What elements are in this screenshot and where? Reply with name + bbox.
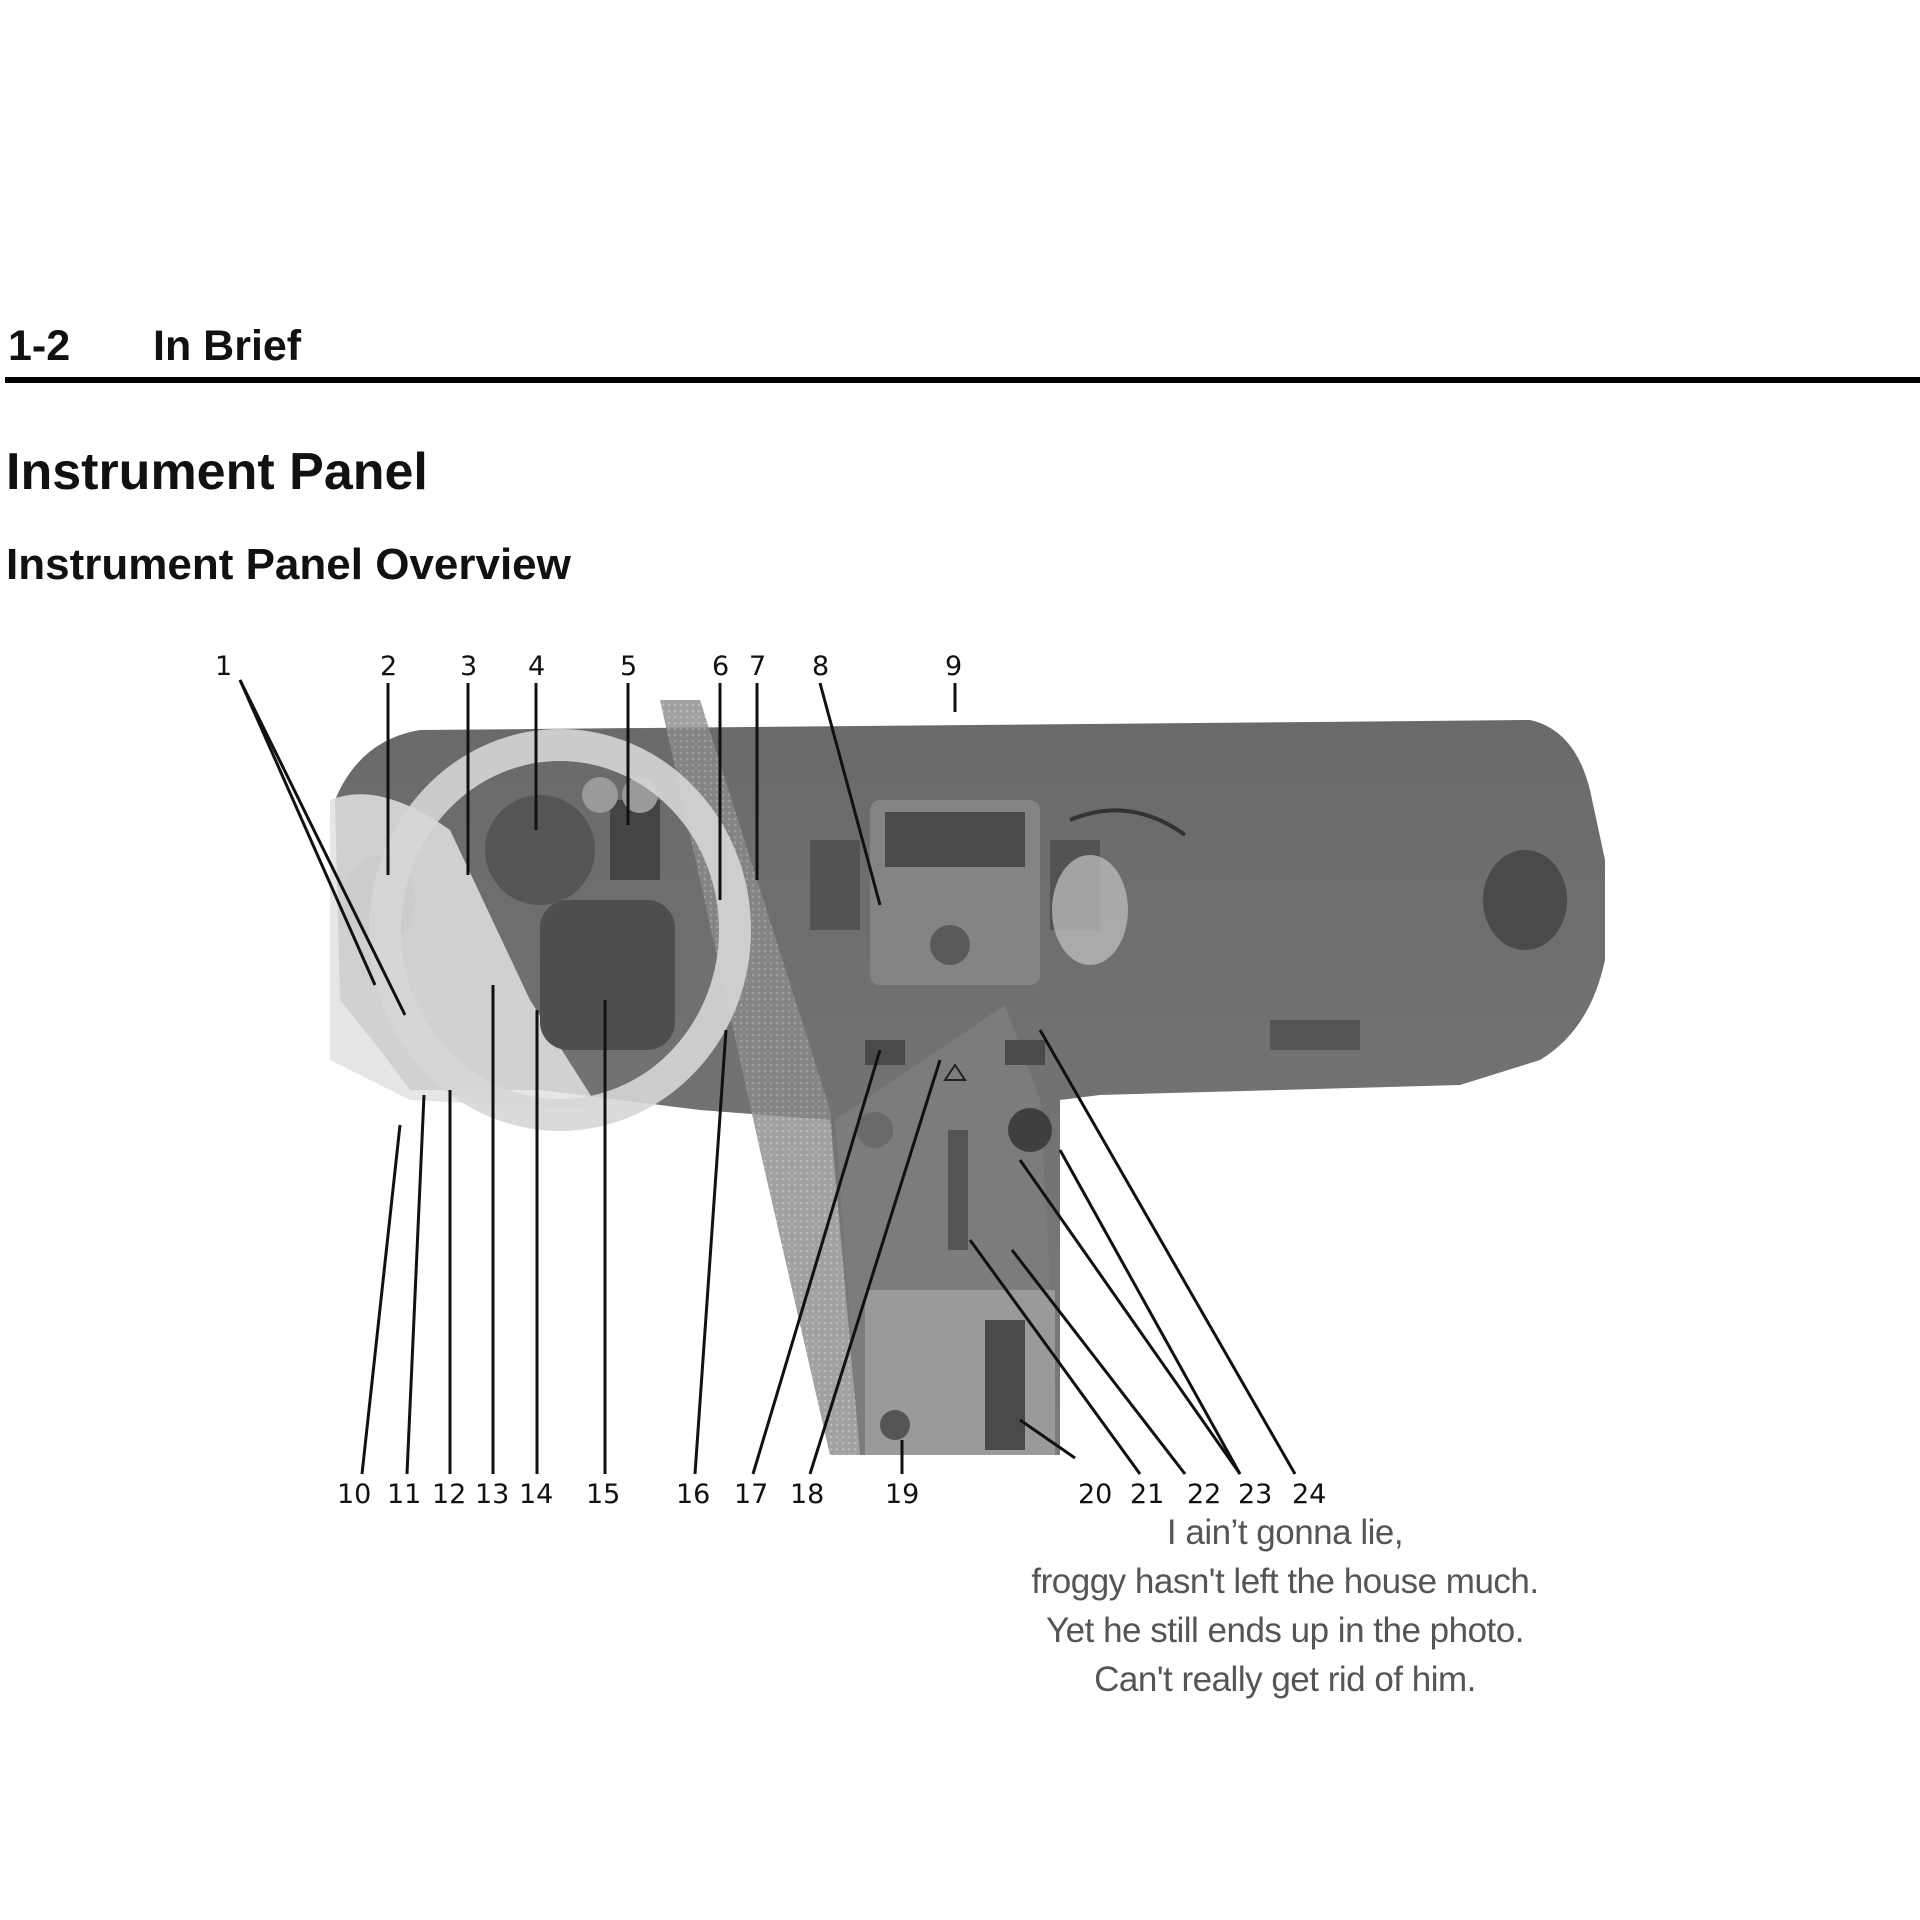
callout-20: 20 xyxy=(1078,1479,1112,1510)
caption-line: froggy hasn't left the house much. xyxy=(1031,1562,1539,1601)
callout-22: 22 xyxy=(1187,1479,1221,1510)
callouts-top: 1 2 3 4 5 6 7 8 9 xyxy=(215,651,962,682)
callout-17: 17 xyxy=(734,1479,768,1510)
callout-11: 11 xyxy=(387,1479,421,1510)
callout-10: 10 xyxy=(337,1479,371,1510)
callout-leader-lines xyxy=(238,679,1297,1475)
section-title: In Brief xyxy=(153,322,302,370)
callouts-bottom: 10 11 12 13 14 15 16 17 18 19 20 21 22 2… xyxy=(337,1479,1326,1510)
callout-18: 18 xyxy=(790,1479,824,1510)
caption-line: Yet he still ends up in the photo. xyxy=(1046,1611,1524,1650)
caption-line: Can't really get rid of him. xyxy=(1094,1660,1476,1699)
callout-14: 14 xyxy=(519,1479,553,1510)
callout-23: 23 xyxy=(1238,1479,1272,1510)
page-header: 1-2 In Brief xyxy=(8,322,1920,372)
callout-7: 7 xyxy=(749,651,766,682)
caption: I ain’t gonna lie, froggy hasn't left th… xyxy=(960,1508,1610,1704)
callout-8: 8 xyxy=(812,651,829,682)
callout-3: 3 xyxy=(460,651,477,682)
callout-9: 9 xyxy=(945,651,962,682)
callout-2: 2 xyxy=(380,651,397,682)
callout-6: 6 xyxy=(712,651,729,682)
callout-21: 21 xyxy=(1130,1479,1164,1510)
callout-4: 4 xyxy=(528,651,545,682)
callout-16: 16 xyxy=(676,1479,710,1510)
callout-5: 5 xyxy=(620,651,637,682)
callout-24: 24 xyxy=(1292,1479,1326,1510)
callout-19: 19 xyxy=(885,1479,919,1510)
page-title: Instrument Panel xyxy=(6,443,428,501)
page-number: 1-2 xyxy=(8,322,71,370)
callout-12: 12 xyxy=(432,1479,466,1510)
callout-13: 13 xyxy=(475,1479,509,1510)
dashboard-body xyxy=(330,700,1605,1455)
callout-15: 15 xyxy=(586,1479,620,1510)
callout-1: 1 xyxy=(215,651,232,682)
header-rule xyxy=(5,377,1920,383)
page-subtitle: Instrument Panel Overview xyxy=(6,540,571,589)
caption-line: I ain’t gonna lie, xyxy=(1166,1513,1404,1552)
